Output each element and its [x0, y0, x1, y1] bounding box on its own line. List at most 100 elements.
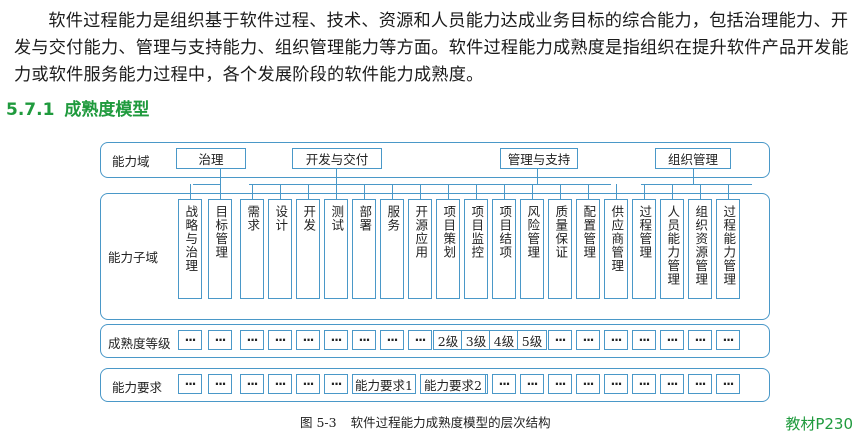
subdomain-box: 设计	[268, 199, 292, 299]
row-label-requirement: 能力要求	[112, 380, 163, 395]
connector	[728, 184, 729, 199]
requirement-ellipsis-box: ···	[604, 374, 628, 394]
connector	[504, 184, 505, 199]
ellipsis: ···	[554, 377, 567, 391]
ellipsis: ···	[330, 333, 343, 347]
ellipsis: ···	[330, 377, 343, 391]
ellipsis: ···	[666, 377, 679, 391]
textbook-page-note: 教材P230	[785, 415, 853, 433]
caption-text: 软件过程能力成熟度模型的层次结构	[350, 415, 551, 430]
level-ellipsis-box: ···	[408, 330, 432, 350]
ellipsis: ···	[610, 333, 623, 347]
subdomain-box: 开发	[296, 199, 320, 299]
connector	[560, 184, 561, 199]
subdomain-label: 需求	[245, 205, 261, 232]
connector	[644, 184, 645, 199]
ellipsis: ···	[246, 377, 259, 391]
connector	[473, 184, 611, 185]
requirement-ellipsis-box: ···	[324, 374, 348, 394]
domain-box-org-mgmt: 组织管理	[655, 148, 731, 169]
connector	[220, 167, 221, 184]
subdomain-box: 风险管理	[520, 199, 544, 299]
subdomain-box: 配置管理	[576, 199, 600, 299]
requirement-ellipsis-box: ···	[296, 374, 320, 394]
domain-box-governance: 治理	[176, 148, 246, 169]
level-box: 3级	[461, 330, 491, 350]
level-ellipsis-box: ···	[324, 330, 348, 350]
intro-paragraph: 软件过程能力是组织基于软件过程、技术、资源和人员能力达成业务目标的综合能力，包括…	[14, 11, 849, 85]
requirement-ellipsis-box: ···	[178, 374, 202, 394]
subdomain-box: 项目监控	[464, 199, 488, 299]
ellipsis: ···	[582, 377, 595, 391]
requirement-ellipsis-box: ···	[520, 374, 544, 394]
domain-box-dev-delivery: 开发与交付	[292, 148, 382, 169]
connector	[693, 167, 694, 184]
connector	[193, 184, 221, 185]
level-ellipsis-box: ···	[240, 330, 264, 350]
connector	[252, 184, 253, 199]
level-box: 2级	[433, 330, 463, 350]
subdomain-label: 目标管理	[213, 205, 229, 259]
ellipsis: ···	[414, 333, 427, 347]
subdomain-label: 测试	[329, 205, 345, 232]
requirement-ellipsis-box: ···	[716, 374, 740, 394]
subdomain-label: 项目结项	[497, 205, 513, 259]
connector	[280, 184, 281, 199]
level-ellipsis-box: ···	[380, 330, 404, 350]
subdomain-label: 设计	[273, 205, 289, 232]
ellipsis: ···	[582, 333, 595, 347]
level-ellipsis-box: ···	[688, 330, 712, 350]
level-ellipsis-box: ···	[296, 330, 320, 350]
level-ellipsis-box: ···	[632, 330, 656, 350]
level-ellipsis-box: ···	[268, 330, 292, 350]
level-ellipsis-box: ···	[208, 330, 232, 350]
connector	[448, 184, 449, 199]
section-number: 5.7.1	[6, 100, 55, 120]
ellipsis: ···	[184, 333, 197, 347]
ellipsis: ···	[358, 333, 371, 347]
ellipsis: ···	[274, 333, 287, 347]
subdomain-label: 战略与治理	[183, 205, 199, 273]
subdomain-label: 服务	[385, 205, 401, 232]
subdomain-label: 供应商管理	[609, 205, 625, 273]
subdomain-box: 测试	[324, 199, 348, 299]
connector	[641, 184, 752, 185]
requirement-ellipsis-box: ···	[548, 374, 572, 394]
ellipsis: ···	[302, 333, 315, 347]
ellipsis: ···	[246, 333, 259, 347]
connector	[336, 184, 337, 199]
connector	[220, 184, 221, 199]
requirement-ellipsis-box: ···	[660, 374, 684, 394]
subdomain-label: 开发	[301, 205, 317, 232]
subdomain-label: 风险管理	[525, 205, 541, 259]
requirement-box: 能力要求2	[420, 374, 486, 394]
level-ellipsis-box: ···	[548, 330, 572, 350]
subdomain-box: 质量保证	[548, 199, 572, 299]
ellipsis: ···	[498, 377, 511, 391]
ellipsis: ···	[302, 377, 315, 391]
row-label-domain: 能力域	[112, 154, 150, 169]
connector	[672, 184, 673, 199]
ellipsis: ···	[610, 377, 623, 391]
subdomain-label: 人员能力管理	[665, 205, 681, 286]
subdomain-box: 过程管理	[632, 199, 656, 299]
subdomain-box: 服务	[380, 199, 404, 299]
subdomain-label: 质量保证	[553, 205, 569, 259]
ellipsis: ···	[666, 333, 679, 347]
ellipsis: ···	[184, 377, 197, 391]
subdomain-label: 部署	[357, 205, 373, 232]
requirement-ellipsis-box: ···	[208, 374, 232, 394]
ellipsis: ···	[526, 377, 539, 391]
row-label-subdomain: 能力子域	[108, 250, 159, 265]
level-ellipsis-box: ···	[660, 330, 684, 350]
requirement-ellipsis-box: ···	[576, 374, 600, 394]
level-ellipsis-box: ···	[604, 330, 628, 350]
subdomain-box: 部署	[352, 199, 376, 299]
subdomain-label: 项目策划	[441, 205, 457, 259]
ellipsis: ···	[214, 377, 227, 391]
connector	[476, 184, 477, 199]
subdomain-box: 组织资源管理	[688, 199, 712, 299]
domain-box-mgmt-support: 管理与支持	[500, 148, 578, 169]
